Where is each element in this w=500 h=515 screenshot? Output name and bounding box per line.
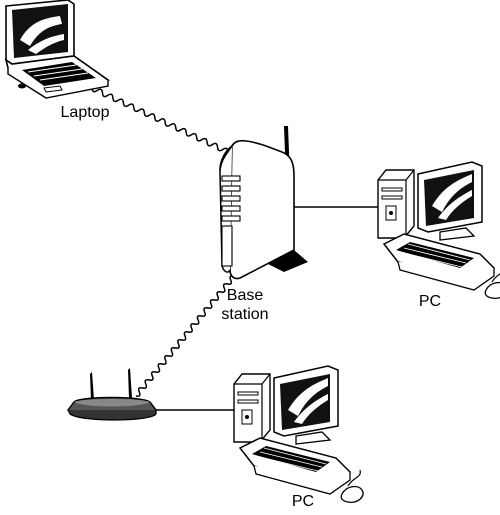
desktop-pc-icon xyxy=(377,161,500,300)
desktop-pc-icon xyxy=(233,365,364,504)
pc-top-label: PC xyxy=(418,293,442,310)
pc-bottom-label: PC xyxy=(291,493,315,510)
wireless-link-adapter xyxy=(135,275,235,397)
wireless-link-laptop xyxy=(91,87,229,153)
laptop-icon xyxy=(4,0,110,99)
base-station-label-line1: Base xyxy=(226,287,264,304)
base-station-label-line2: station xyxy=(221,306,269,323)
base-station-label: Base station xyxy=(200,286,290,324)
base-station-icon xyxy=(219,126,308,280)
laptop-label: Laptop xyxy=(60,104,110,121)
wireless-adapter-icon xyxy=(67,368,157,421)
